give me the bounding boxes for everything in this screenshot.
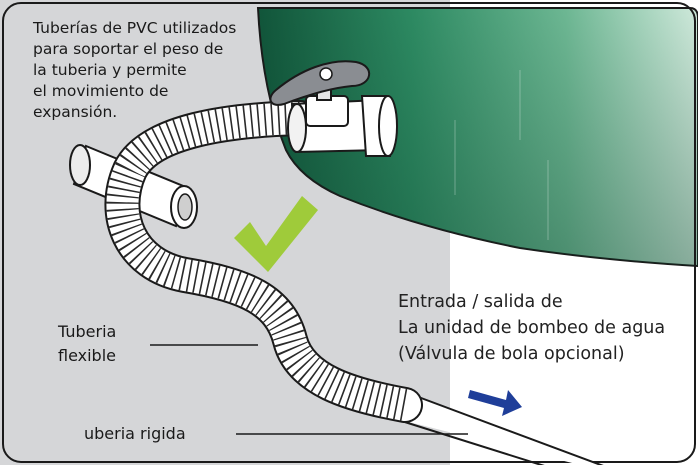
check-icon	[234, 196, 318, 272]
pvc-support-line: Tuberías de PVC utilizados	[33, 19, 237, 37]
inlet-outlet-line: Entrada / salida de	[398, 292, 563, 312]
pvc-support-line: la tuberia y permite	[33, 61, 187, 79]
flexible-hose	[104, 100, 423, 423]
flow-arrow-icon	[468, 390, 522, 416]
ball-valve-icon	[269, 60, 398, 157]
inlet-outlet-label: Entrada / salida de La unidad de bombeo …	[398, 289, 665, 367]
flexible-pipe-line: Tuberia	[58, 322, 117, 341]
pvc-support-line: el movimiento de	[33, 82, 169, 100]
pvc-support-label: Tuberías de PVC utilizados para soportar…	[33, 18, 236, 123]
rigid-pipe-label: uberia rigida	[84, 424, 186, 443]
pvc-support-line: expansión.	[33, 103, 118, 121]
inlet-outlet-line: La unidad de bombeo de agua	[398, 318, 666, 338]
pvc-support-line: para soportar el peso de	[33, 40, 224, 58]
flexible-pipe-label: Tuberia flexible	[58, 320, 116, 368]
flexible-pipe-line: flexible	[58, 346, 116, 365]
inlet-outlet-line: (Válvula de bola opcional)	[398, 344, 625, 364]
